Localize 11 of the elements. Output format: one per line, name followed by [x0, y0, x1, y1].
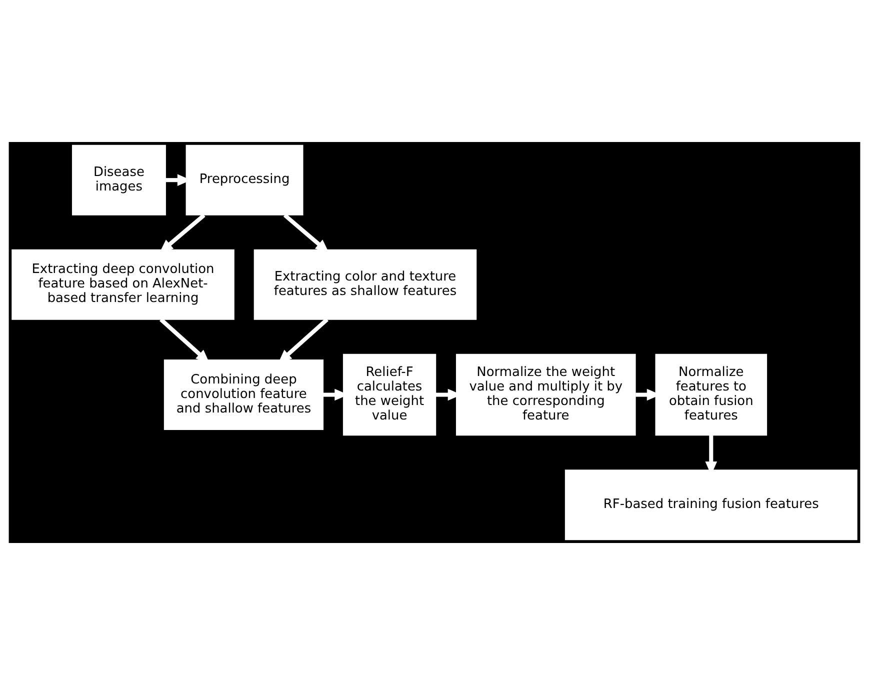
node-box: Extracting deep convolution feature based on AlexNet-based transfer learning: [12, 248, 234, 320]
node-box: Relief-F calculates the weight value: [342, 353, 436, 436]
node-box: Normalize features to obtain fusion features: [655, 353, 768, 436]
arrow: [159, 213, 206, 252]
node-box: Combining deep convolution feature and shallow features: [164, 359, 324, 430]
arrow: [283, 213, 330, 252]
node-box: Extracting color and texture features as shallow features: [254, 248, 477, 320]
node-box: Preprocessing: [186, 144, 304, 215]
node-box: Normalize the weight value and multiply it by the corresponding feature: [456, 353, 636, 436]
node-box: Disease images: [72, 144, 166, 215]
node-box: RF-based training fusion features: [564, 469, 858, 540]
